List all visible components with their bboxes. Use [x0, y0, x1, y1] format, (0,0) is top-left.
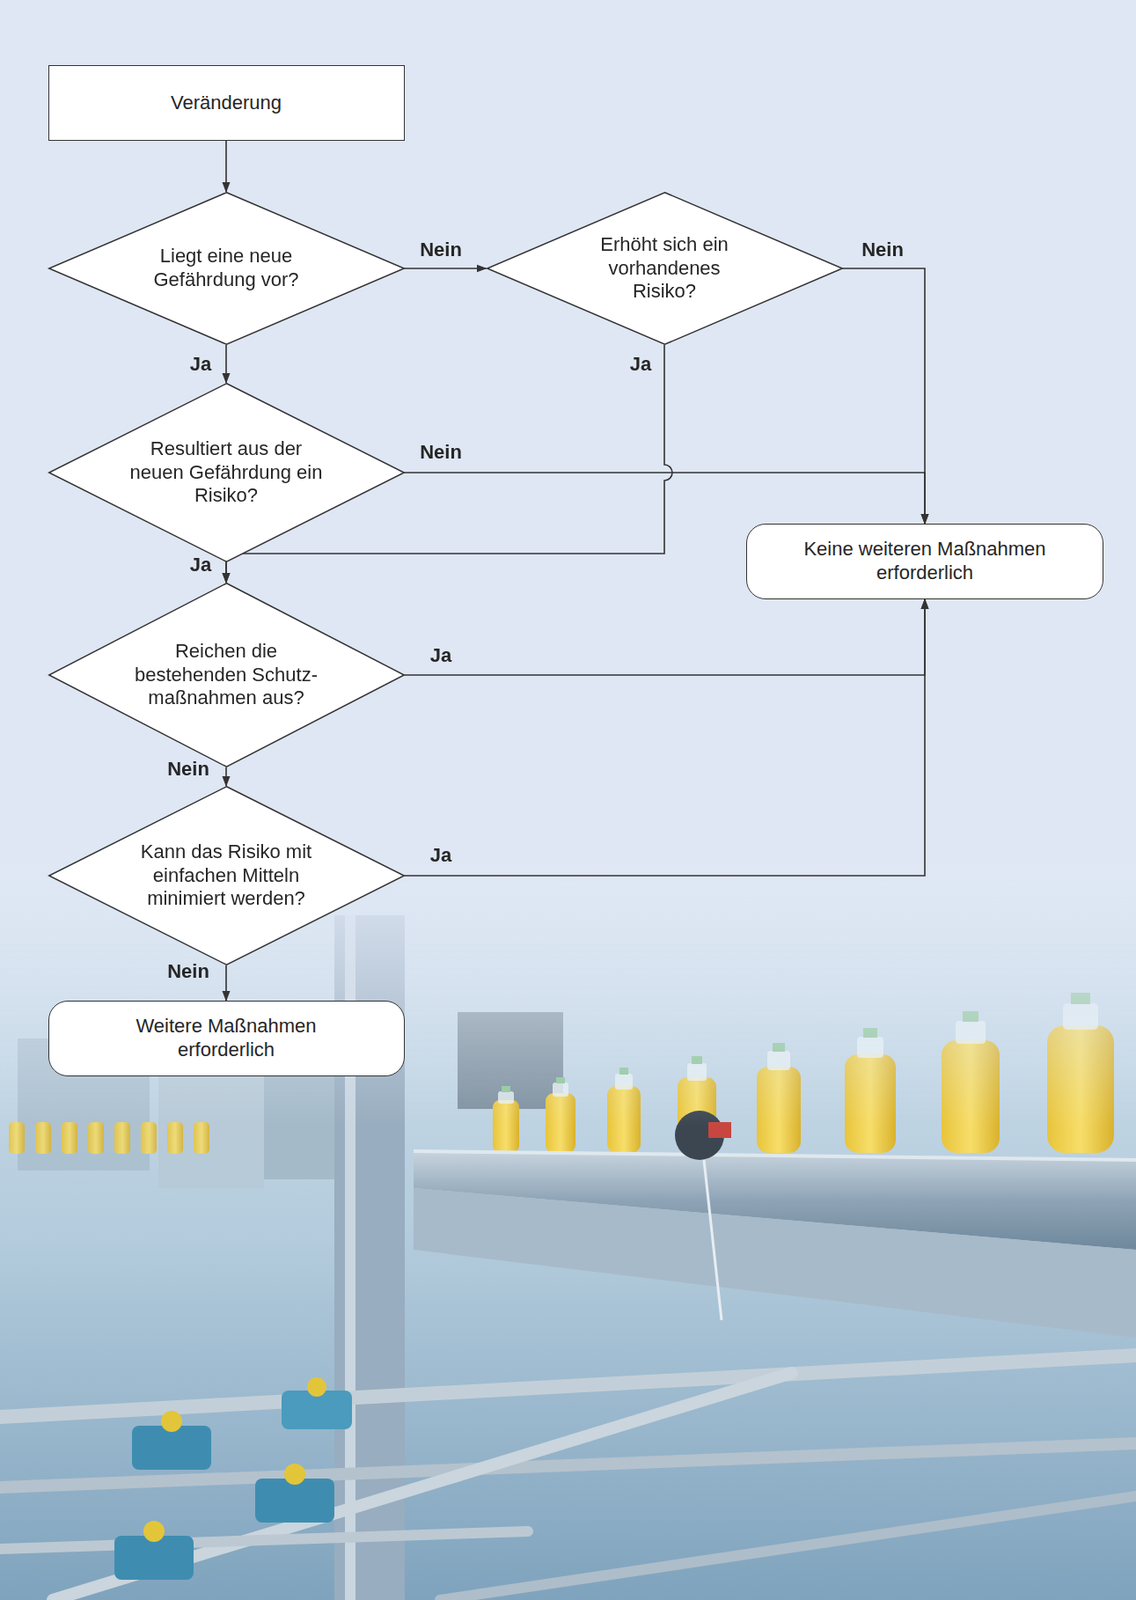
connector: [225, 140, 228, 192]
node-text: Liegt eine neue Gefährdung vor?: [138, 244, 315, 293]
terminal-box: Weitere Maßnahmen erforderlich: [48, 1000, 405, 1077]
decision-diamond: Kann das Risiko mit einfachen Mitteln mi…: [48, 785, 405, 966]
decision-diamond: Resultiert aus der neuen Gefährdung ein …: [48, 382, 405, 563]
valve-actuators: [114, 1377, 352, 1580]
edge-label: Nein: [167, 757, 210, 781]
diamond-shape: [486, 192, 843, 345]
terminal-box: Keine weiteren Maßnahmen erforderlich: [746, 523, 1104, 600]
node-text: Weitere Maßnahmen erforderlich: [94, 1014, 359, 1063]
edge-label: Nein: [861, 238, 904, 262]
conveyor-frame: [413, 1187, 1136, 1338]
connector: [404, 267, 487, 270]
node-text: Kann das Risiko mit einfachen Mitteln mi…: [127, 840, 326, 911]
edge-label: Ja: [430, 644, 452, 667]
edge-label: Ja: [190, 352, 212, 376]
node-text: Veränderung: [170, 91, 282, 116]
connector: [225, 965, 228, 1001]
conveyor-rail: [413, 1150, 1136, 1160]
process-box: Veränderung: [48, 65, 405, 141]
decision-diamond: Erhöht sich ein vorhandenes Risiko?: [486, 191, 843, 345]
connector: [404, 599, 926, 876]
small-bottles: [8, 1121, 210, 1154]
edge-label: Ja: [190, 553, 212, 577]
edge-label: Ja: [430, 843, 452, 867]
edge-label: Ja: [630, 352, 652, 376]
node-text: Keine weiteren Maßnahmen erforderlich: [762, 537, 1088, 586]
connector: [842, 268, 926, 524]
edge-label: Nein: [419, 238, 462, 262]
connector: [225, 344, 228, 383]
edge-label: Nein: [419, 440, 462, 464]
diamond-shape: [48, 583, 404, 768]
decision-diamond: Reichen die bestehenden Schutz- maßnahme…: [48, 582, 405, 768]
connector: [404, 472, 926, 524]
pipes: [0, 1355, 1136, 1600]
diamond-shape: [48, 383, 404, 563]
connector: [404, 599, 926, 675]
diamond-shape: [48, 192, 404, 345]
decision-diamond: Liegt eine neue Gefährdung vor?: [48, 191, 405, 345]
connector: [225, 767, 228, 786]
node-text: Reichen die bestehenden Schutz- maßnahme…: [124, 639, 328, 711]
connector: [225, 562, 228, 583]
edge-label: Nein: [167, 960, 210, 983]
diamond-shape: [48, 786, 404, 966]
sensor: [674, 1110, 732, 1320]
node-text: Erhöht sich ein vorhandenes Risiko?: [580, 233, 748, 304]
node-text: Resultiert aus der neuen Gefährdung ein …: [127, 437, 326, 508]
